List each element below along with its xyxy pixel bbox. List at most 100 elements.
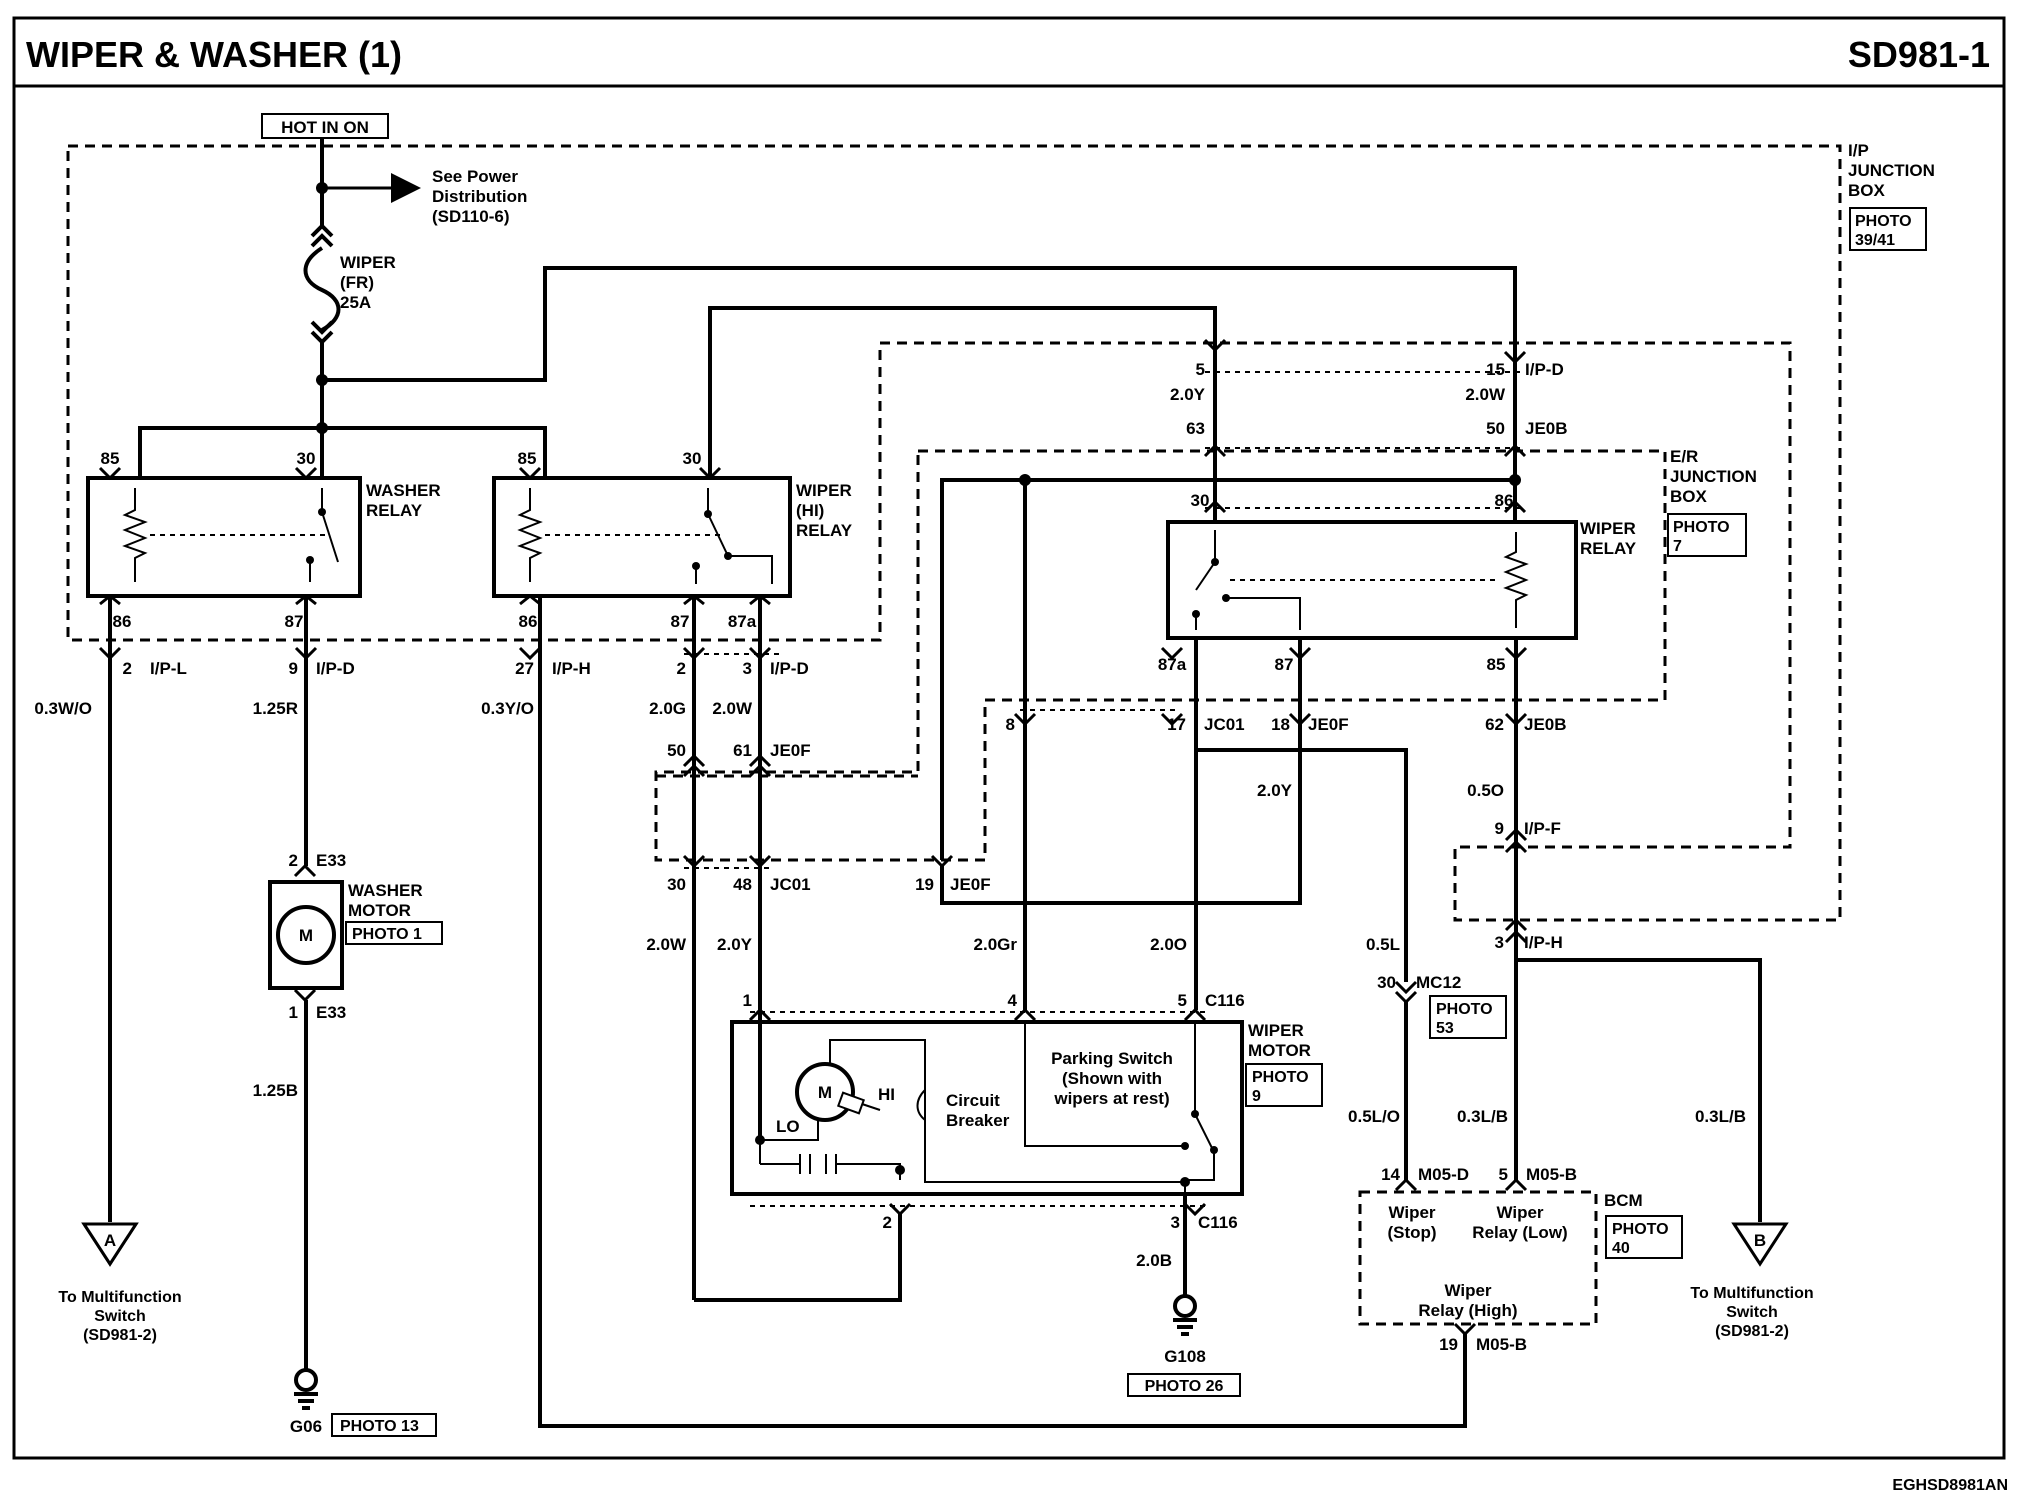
svg-text:50: 50	[1486, 419, 1505, 438]
svg-text:62: 62	[1485, 715, 1504, 734]
svg-text:B: B	[1754, 1231, 1766, 1250]
svg-text:PHOTO 26: PHOTO 26	[1145, 1378, 1224, 1395]
svg-text:2.0G: 2.0G	[649, 699, 686, 718]
svg-text:18: 18	[1271, 715, 1290, 734]
svg-text:87a: 87a	[728, 612, 757, 631]
svg-text:5: 5	[1196, 360, 1205, 379]
power-feed: HOT IN ON See Power Distribution (SD110-…	[138, 113, 1517, 478]
svg-text:0.5L/O: 0.5L/O	[1348, 1107, 1400, 1126]
svg-text:1.25B: 1.25B	[253, 1081, 298, 1100]
hot-in-on-label: HOT IN ON	[281, 118, 369, 137]
svg-text:0.3Y/O: 0.3Y/O	[481, 699, 534, 718]
svg-text:0.3W/O: 0.3W/O	[34, 699, 92, 718]
ground-g108: G108 PHOTO 26	[1127, 1214, 1241, 1397]
svg-text:9: 9	[289, 659, 298, 678]
svg-text:2.0Y: 2.0Y	[717, 935, 753, 954]
svg-text:27: 27	[515, 659, 534, 678]
svg-text:87: 87	[1275, 655, 1294, 674]
svg-text:PHOTO: PHOTO	[1252, 1069, 1309, 1086]
svg-text:7: 7	[1673, 538, 1682, 555]
svg-text:5: 5	[1178, 991, 1187, 1010]
svg-text:30: 30	[1191, 491, 1210, 510]
svg-text:Switch: Switch	[1726, 1304, 1778, 1321]
svg-text:1.25R: 1.25R	[253, 699, 298, 718]
svg-text:1: 1	[743, 991, 752, 1010]
reference-b: B To Multifunction Switch (SD981-2)	[1690, 1222, 1814, 1340]
svg-text:3: 3	[1171, 1213, 1180, 1232]
svg-text:15: 15	[1486, 360, 1505, 379]
svg-text:RELAY: RELAY	[366, 501, 423, 520]
svg-text:Relay (High): Relay (High)	[1418, 1301, 1517, 1320]
svg-text:2: 2	[883, 1213, 892, 1232]
svg-text:2: 2	[289, 851, 298, 870]
svg-text:2.0O: 2.0O	[1150, 935, 1187, 954]
svg-text:2.0W: 2.0W	[1465, 385, 1506, 404]
svg-text:(SD981-2): (SD981-2)	[83, 1327, 157, 1344]
svg-text:61: 61	[733, 741, 752, 760]
page-id: SD981-1	[1848, 34, 1990, 75]
svg-text:I/P-F: I/P-F	[1524, 819, 1561, 838]
wiper-hi-relay: 85 30 WIPER (HI) RELAY 86 87 87a	[492, 449, 853, 631]
svg-text:wipers at rest): wipers at rest)	[1053, 1089, 1169, 1108]
svg-text:HI: HI	[878, 1085, 895, 1104]
svg-text:See Power: See Power	[432, 167, 518, 186]
svg-text:M05-B: M05-B	[1476, 1335, 1527, 1354]
svg-text:25A: 25A	[340, 293, 371, 312]
svg-text:0.3L/B: 0.3L/B	[1457, 1107, 1508, 1126]
svg-text:0.5L: 0.5L	[1366, 935, 1400, 954]
svg-text:2.0Gr: 2.0Gr	[974, 935, 1018, 954]
svg-text:I/P-L: I/P-L	[150, 659, 187, 678]
svg-text:8: 8	[1006, 715, 1015, 734]
svg-text:PHOTO 1: PHOTO 1	[352, 926, 422, 943]
ip-junction-box: I/P JUNCTION BOX PHOTO 39/41	[66, 141, 1935, 922]
svg-text:WIPER: WIPER	[340, 253, 396, 272]
svg-text:BCM: BCM	[1604, 1191, 1643, 1210]
footer-code: EGHSD8981AN	[1892, 1477, 2008, 1494]
svg-text:2.0W: 2.0W	[646, 935, 687, 954]
fuse-symbol	[303, 246, 341, 332]
svg-text:JE0F: JE0F	[770, 741, 811, 760]
svg-text:19: 19	[915, 875, 934, 894]
svg-text:2.0Y: 2.0Y	[1170, 385, 1206, 404]
svg-text:19: 19	[1439, 1335, 1458, 1354]
svg-text:RELAY: RELAY	[1580, 539, 1637, 558]
svg-text:86: 86	[113, 612, 132, 631]
svg-text:Switch: Switch	[94, 1308, 146, 1325]
washer-relay: 85 30 WASHER RELAY 86 87	[86, 449, 441, 631]
ground-g06: G06 PHOTO 13	[290, 1368, 437, 1437]
svg-text:9: 9	[1252, 1088, 1261, 1105]
svg-text:4: 4	[1008, 991, 1018, 1010]
svg-text:48: 48	[733, 875, 752, 894]
svg-text:WIPER: WIPER	[1248, 1021, 1304, 1040]
svg-text:PHOTO 13: PHOTO 13	[340, 1418, 419, 1435]
svg-text:3: 3	[1495, 933, 1504, 952]
svg-text:JUNCTION: JUNCTION	[1670, 467, 1757, 486]
svg-text:I/P-H: I/P-H	[552, 659, 591, 678]
svg-text:0.5O: 0.5O	[1467, 781, 1504, 800]
svg-text:30: 30	[683, 449, 702, 468]
svg-text:JUNCTION: JUNCTION	[1848, 161, 1935, 180]
svg-text:PHOTO: PHOTO	[1612, 1221, 1669, 1238]
svg-text:Wiper: Wiper	[1496, 1203, 1543, 1222]
svg-text:85: 85	[1487, 655, 1506, 674]
svg-text:86: 86	[519, 612, 538, 631]
svg-text:BOX: BOX	[1848, 181, 1886, 200]
svg-text:63: 63	[1186, 419, 1205, 438]
svg-text:I/P-H: I/P-H	[1524, 933, 1563, 952]
svg-text:JC01: JC01	[1204, 715, 1245, 734]
svg-text:40: 40	[1612, 1240, 1630, 1257]
svg-text:30: 30	[297, 449, 316, 468]
svg-text:C116: C116	[1198, 1213, 1238, 1232]
svg-text:(HI): (HI)	[796, 501, 824, 520]
svg-text:E33: E33	[316, 851, 346, 870]
svg-text:(Stop): (Stop)	[1387, 1223, 1436, 1242]
svg-text:C116: C116	[1205, 991, 1245, 1010]
svg-text:M: M	[818, 1083, 832, 1102]
svg-text:14: 14	[1381, 1165, 1400, 1184]
svg-text:(FR): (FR)	[340, 273, 374, 292]
svg-text:I/P-D: I/P-D	[316, 659, 355, 678]
reference-a: A To Multifunction Switch (SD981-2)	[58, 1222, 182, 1344]
svg-text:2.0Y: 2.0Y	[1257, 781, 1293, 800]
svg-text:E/R: E/R	[1670, 447, 1698, 466]
svg-text:JE0F: JE0F	[1308, 715, 1349, 734]
